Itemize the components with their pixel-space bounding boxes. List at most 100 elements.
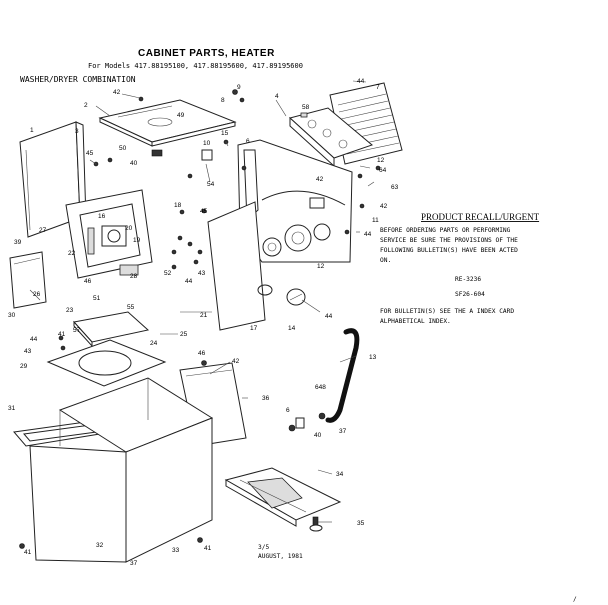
callout-6: 6: [246, 138, 250, 145]
callout-64: 64: [379, 167, 387, 174]
callout-31: 31: [8, 405, 16, 412]
recall-footer-1: FOR BULLETIN(S) SEE THE A INDEX CARD: [380, 308, 514, 315]
bulletin-2: SF26-604: [455, 291, 485, 298]
callout-44: 44: [185, 278, 193, 285]
diagram-title: CABINET PARTS, HEATER: [138, 48, 275, 59]
callout-42: 42: [232, 358, 240, 365]
inner-frame-part: [65, 189, 153, 279]
callout-58: 58: [302, 104, 310, 111]
tub-gasket-part: [46, 339, 167, 387]
page-number: 3/5: [258, 544, 269, 551]
callout-33: 33: [172, 547, 180, 554]
callout-12: 12: [317, 263, 325, 270]
diagram-subtitle: WASHER/DRYER COMBINATION: [20, 75, 136, 84]
recall-line-1: BEFORE ORDERING PARTS OR PERFORMING: [380, 227, 511, 234]
bulletin-1: RE-3236: [455, 276, 481, 283]
leveling-leg-part: [309, 516, 323, 532]
callout-20: 20: [125, 225, 133, 232]
callout-37: 37: [130, 560, 138, 567]
lint-screen-part: [286, 288, 306, 306]
callout-3: 3: [75, 128, 79, 135]
recall-footer-2: ALPHABETICAL INDEX.: [380, 318, 451, 325]
drain-hose-part: [325, 328, 360, 423]
callout-40: 40: [130, 160, 138, 167]
callout-43: 43: [24, 348, 32, 355]
callout-26: 26: [33, 291, 41, 298]
callout-35: 35: [357, 520, 365, 527]
callout-29: 29: [20, 363, 28, 370]
callout-648: 648: [315, 384, 326, 391]
callout-44: 44: [357, 78, 365, 85]
access-door-part: [9, 251, 47, 309]
callout-11: 11: [372, 217, 379, 224]
callout-17: 17: [250, 325, 258, 332]
callout-24: 24: [150, 340, 158, 347]
callout-49: 49: [177, 112, 185, 119]
callout-4: 4: [275, 93, 279, 100]
callout-12: 12: [377, 157, 385, 164]
callout-16: 16: [98, 213, 106, 220]
callout-54: 54: [207, 181, 215, 188]
callout-23: 23: [66, 307, 74, 314]
recall-line-2: SERVICE BE SURE THE PROVISIONS OF THE: [380, 237, 518, 244]
callout-28: 28: [130, 273, 138, 280]
callout-41: 41: [24, 549, 32, 556]
callout-51: 51: [93, 295, 101, 302]
callout-55: 55: [127, 304, 135, 311]
callout-15: 15: [221, 130, 229, 137]
callout-46: 46: [84, 278, 92, 285]
callout-52: 52: [164, 270, 172, 277]
callout-8: 8: [221, 97, 225, 104]
base-tray-part: [73, 311, 150, 348]
callout-2: 2: [84, 102, 88, 109]
callout-44: 44: [325, 313, 333, 320]
callout-22: 22: [68, 250, 76, 257]
leader-lines: [29, 80, 375, 523]
right-side-panel-part: [207, 201, 282, 331]
top-cover-part: [98, 99, 237, 147]
callout-42: 42: [316, 176, 324, 183]
callout-30: 30: [8, 312, 16, 319]
dryer-housing-part: [237, 139, 353, 263]
callout-63: 63: [391, 184, 399, 191]
callout-41: 41: [58, 331, 66, 338]
callout-19: 19: [133, 237, 141, 244]
washer-cabinet-part: [29, 377, 214, 563]
recall-line-4: ON.: [380, 257, 391, 264]
callout-34: 34: [336, 471, 344, 478]
recall-heading: PRODUCT RECALL/URGENT: [421, 212, 540, 222]
callout-labels: 44 7 42 2 9 8 4 58 1 49 3 15 6 10 45 50 …: [8, 78, 399, 567]
callout-10: 10: [203, 140, 211, 147]
callout-7: 7: [376, 84, 380, 91]
callout-27: 27: [39, 227, 47, 234]
callout-9: 9: [237, 84, 241, 91]
callout-42: 42: [113, 89, 121, 96]
callout-6: 6: [286, 407, 290, 414]
base-pan-part: [224, 467, 342, 527]
callout-40: 40: [314, 432, 322, 439]
callout-14: 14: [288, 325, 296, 332]
callout-25: 25: [180, 331, 188, 338]
callout-45: 45: [200, 208, 208, 215]
corner-mark: /: [573, 596, 577, 603]
callout-21: 21: [200, 312, 208, 319]
callout-1: 1: [30, 127, 34, 134]
left-side-panel-part: [19, 121, 87, 238]
callout-41: 41: [204, 545, 212, 552]
callout-42: 42: [380, 203, 388, 210]
callout-39: 39: [14, 239, 22, 246]
callout-13: 13: [369, 354, 377, 361]
callout-57: 57: [73, 327, 81, 334]
model-numbers: For Models 417.88195100, 417.88195600, 4…: [88, 62, 303, 70]
callout-32: 32: [96, 542, 104, 549]
callout-37: 37: [339, 428, 347, 435]
recall-notice: PRODUCT RECALL/URGENT BEFORE ORDERING PA…: [380, 212, 540, 325]
callout-36: 36: [262, 395, 270, 402]
callout-45: 45: [86, 150, 94, 157]
callout-46: 46: [198, 350, 206, 357]
callout-44: 44: [364, 231, 372, 238]
issue-date: AUGUST, 1981: [258, 553, 303, 560]
recall-line-3: FOLLOWING BULLETIN(S) HAVE BEEN ACTED: [380, 247, 518, 254]
callout-50: 50: [119, 145, 127, 152]
